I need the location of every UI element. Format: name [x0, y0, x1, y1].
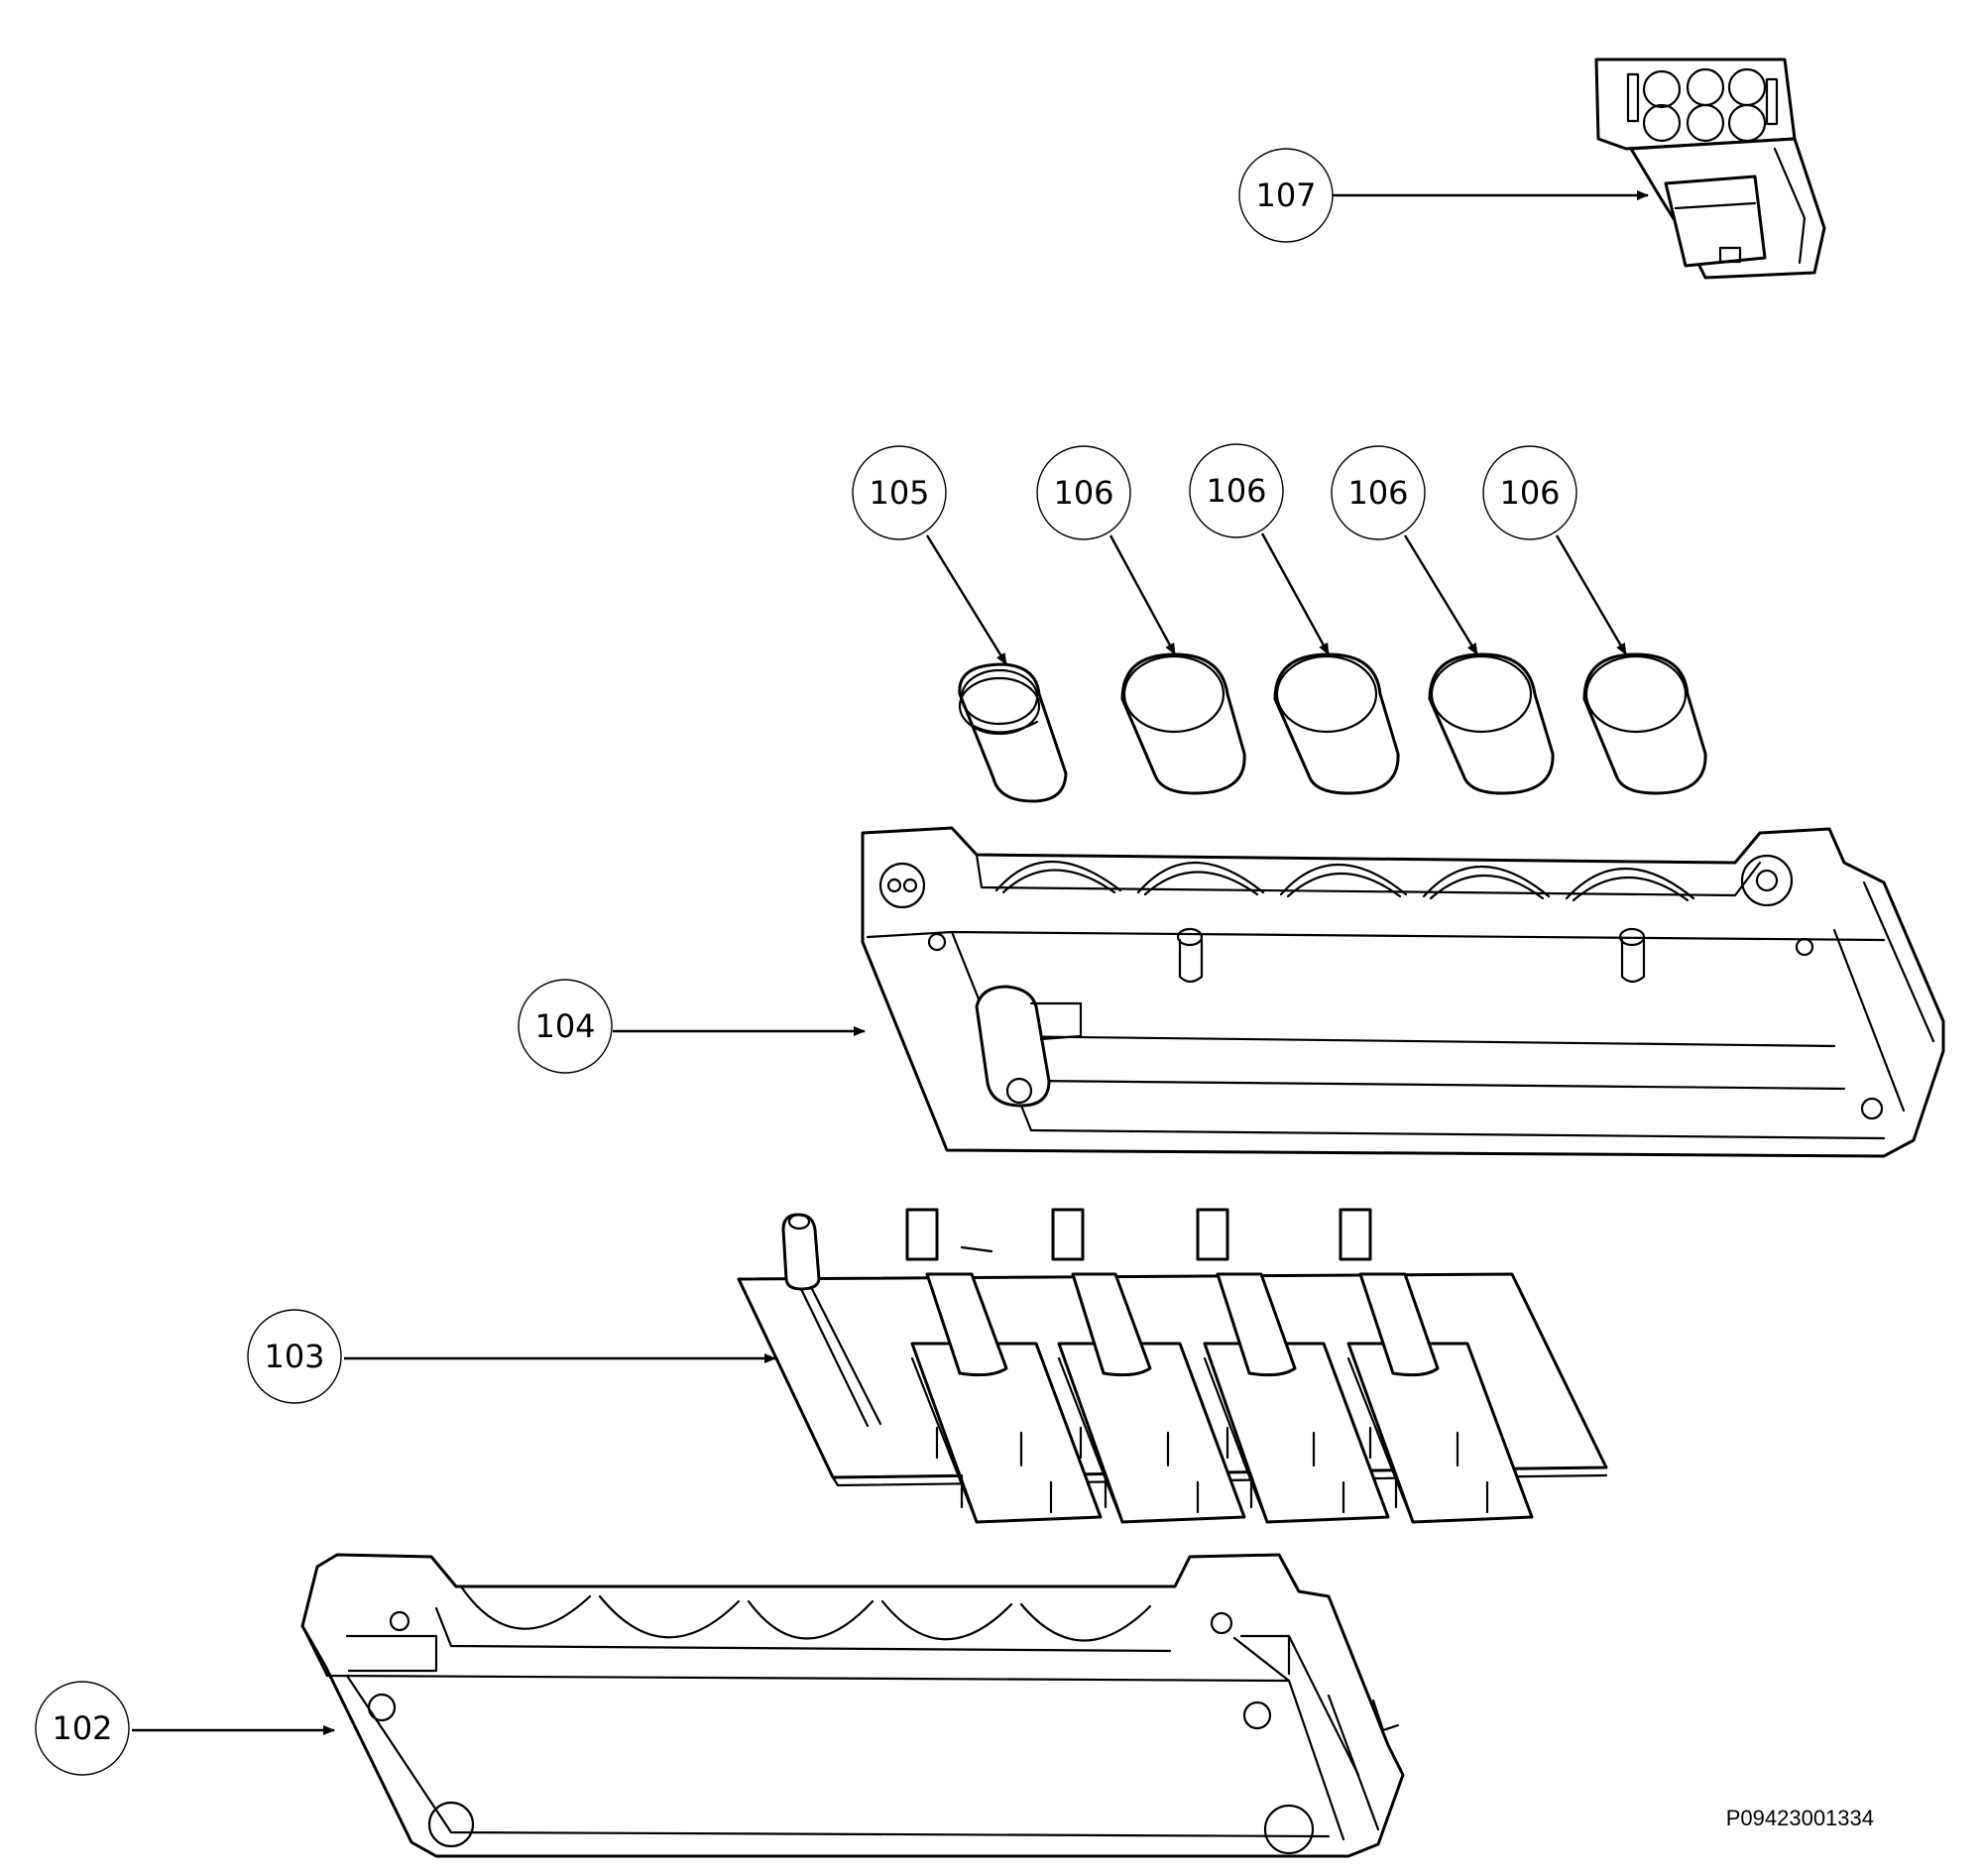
drawing-number: P09423001334	[1726, 1806, 1874, 1830]
part-106-button-cap-4	[1582, 652, 1707, 795]
callout-label-104: 104	[534, 1007, 595, 1045]
bottom-housing-sockets	[459, 1584, 1152, 1642]
callout-104: 104	[518, 979, 613, 1074]
pcb-switch-3	[1196, 1208, 1390, 1524]
callout-label-105: 105	[869, 474, 929, 512]
part-107-connector	[1594, 58, 1826, 280]
callout-label-106-a: 106	[1053, 474, 1113, 512]
part-105-led-cap	[958, 662, 1068, 803]
callout-label-106-d: 106	[1499, 474, 1560, 512]
callout-label-107: 107	[1255, 176, 1316, 214]
part-103-pcb-switch-assembly	[737, 1208, 1608, 1524]
callout-106-b: 106	[1189, 443, 1284, 538]
callout-106-c: 106	[1331, 445, 1426, 540]
pcb-switch-4	[1339, 1208, 1534, 1524]
part-102-bottom-housing	[300, 1553, 1405, 1858]
part-106-button-cap-2	[1273, 652, 1400, 795]
callout-102: 102	[35, 1681, 130, 1776]
callout-105: 105	[852, 445, 947, 540]
part-106-button-cap-3	[1428, 652, 1555, 795]
connector-pin-holes	[1642, 67, 1767, 143]
callout-label-106-c: 106	[1347, 474, 1408, 512]
callout-106-a: 106	[1036, 445, 1131, 540]
callout-103: 103	[247, 1309, 342, 1404]
part-104-top-housing	[861, 826, 1945, 1158]
housing-cap-sockets	[994, 861, 1695, 902]
leader-lines	[132, 190, 1649, 1735]
leader-106d	[1555, 534, 1628, 655]
leader-105	[925, 534, 1008, 665]
pcb-switch-2	[1051, 1208, 1246, 1524]
leader-106a	[1108, 534, 1177, 655]
callout-label-103: 103	[264, 1338, 324, 1375]
leader-106c	[1403, 534, 1479, 655]
callout-107: 107	[1238, 148, 1334, 243]
pcb-switch-1	[905, 1208, 1103, 1524]
leader-106b	[1260, 532, 1331, 655]
part-106-button-cap-1	[1120, 652, 1246, 795]
callout-label-102: 102	[52, 1709, 112, 1747]
callout-label-106-b: 106	[1206, 472, 1266, 510]
callout-106-d: 106	[1482, 445, 1577, 540]
